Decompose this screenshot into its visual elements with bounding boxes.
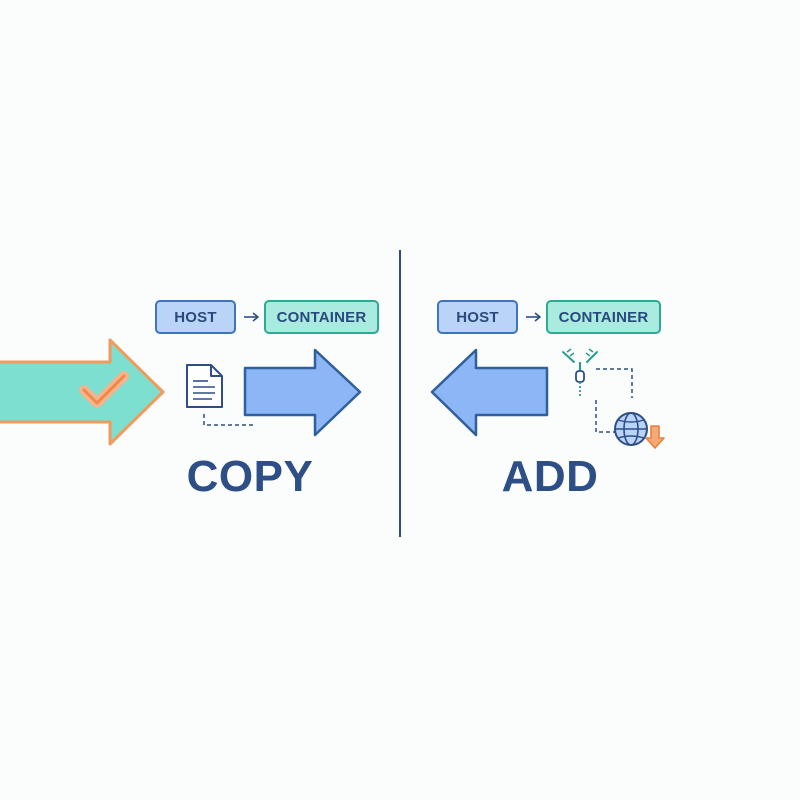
document-icon: [186, 364, 254, 426]
copy-host-label: HOST: [155, 300, 236, 334]
check-icon: [79, 371, 129, 408]
copy-title: COPY: [186, 452, 314, 501]
add-title: ADD: [501, 452, 599, 501]
add-host-label: HOST: [437, 300, 518, 334]
globe-download-icon: [614, 412, 665, 449]
add-direction-arrow: [430, 348, 549, 437]
copy-mapping-arrow-icon: [244, 312, 259, 322]
copy-direction-arrow: [243, 348, 362, 437]
add-container-label: CONTAINER: [546, 300, 661, 334]
zip-archive-icon: [562, 348, 598, 396]
copy-container-label: CONTAINER: [264, 300, 379, 334]
add-mapping-arrow-icon: [526, 312, 541, 322]
